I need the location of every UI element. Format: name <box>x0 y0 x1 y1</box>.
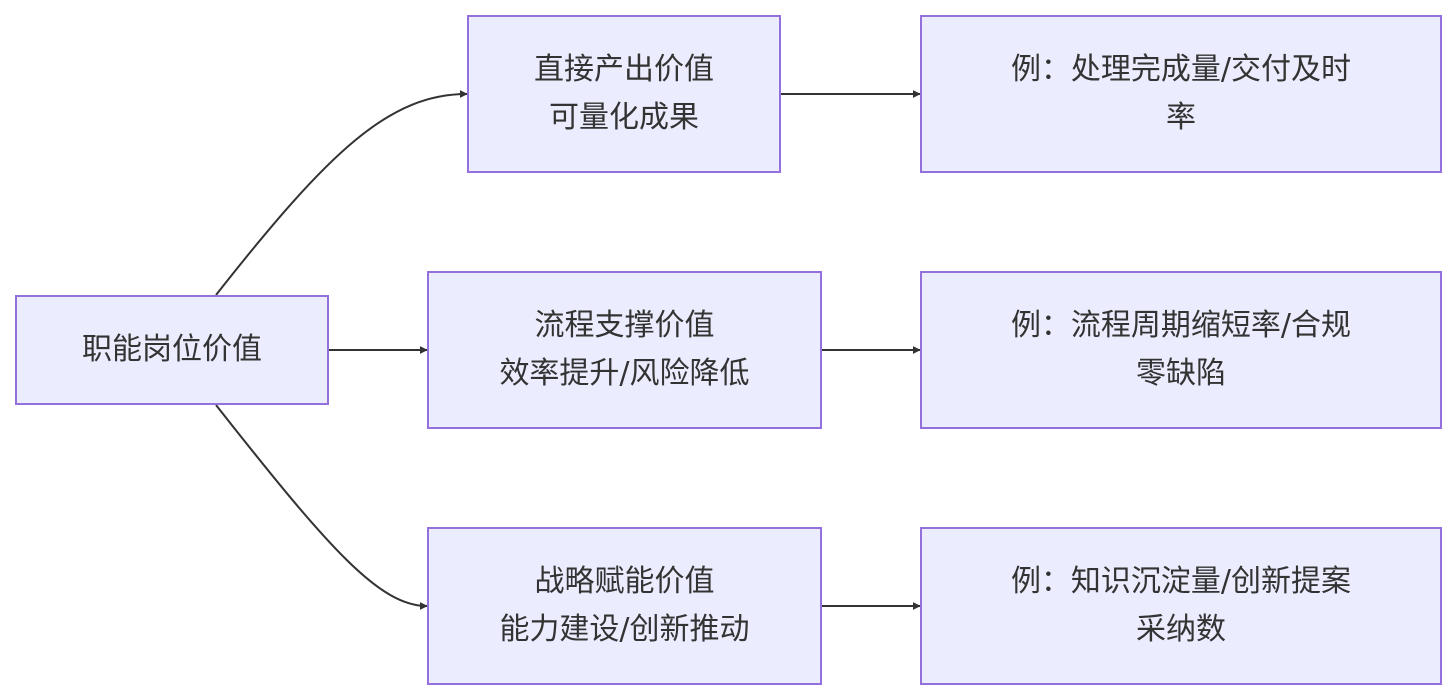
root-node-label: 职能岗位价值 <box>82 332 262 367</box>
direct-output-title: 直接产出价值 <box>534 52 714 87</box>
direct-output-node: 直接产出价值 可量化成果 <box>467 15 781 173</box>
root-node: 职能岗位价值 <box>15 295 329 405</box>
strategic-enablement-title: 战略赋能价值 <box>534 564 715 599</box>
process-support-title: 流程支撑价值 <box>534 308 715 343</box>
process-support-example-node: 例：流程周期缩短率/合规 零缺陷 <box>920 271 1442 429</box>
strategic-enablement-example-node: 例：知识沉淀量/创新提案 采纳数 <box>920 527 1442 685</box>
direct-output-subtitle: 可量化成果 <box>549 100 699 135</box>
direct-output-example-node: 例：处理完成量/交付及时 率 <box>920 15 1442 173</box>
strategic-enablement-subtitle: 能力建设/创新推动 <box>499 612 750 647</box>
strategic-enablement-node: 战略赋能价值 能力建设/创新推动 <box>427 527 822 685</box>
strategic-enablement-example-line2: 采纳数 <box>1136 612 1226 647</box>
process-support-node: 流程支撑价值 效率提升/风险降低 <box>427 271 822 429</box>
direct-output-example-line2: 率 <box>1166 100 1196 135</box>
process-support-subtitle: 效率提升/风险降低 <box>499 356 750 391</box>
strategic-enablement-example-line1: 例：知识沉淀量/创新提案 <box>1010 564 1352 599</box>
direct-output-example-line1: 例：处理完成量/交付及时 <box>1010 52 1352 87</box>
process-support-example-line1: 例：流程周期缩短率/合规 <box>1010 308 1352 343</box>
edge-root-to-direct-output <box>215 90 468 296</box>
edge-root-to-strategic-enablement <box>215 404 428 610</box>
process-support-example-line2: 零缺陷 <box>1136 356 1226 391</box>
